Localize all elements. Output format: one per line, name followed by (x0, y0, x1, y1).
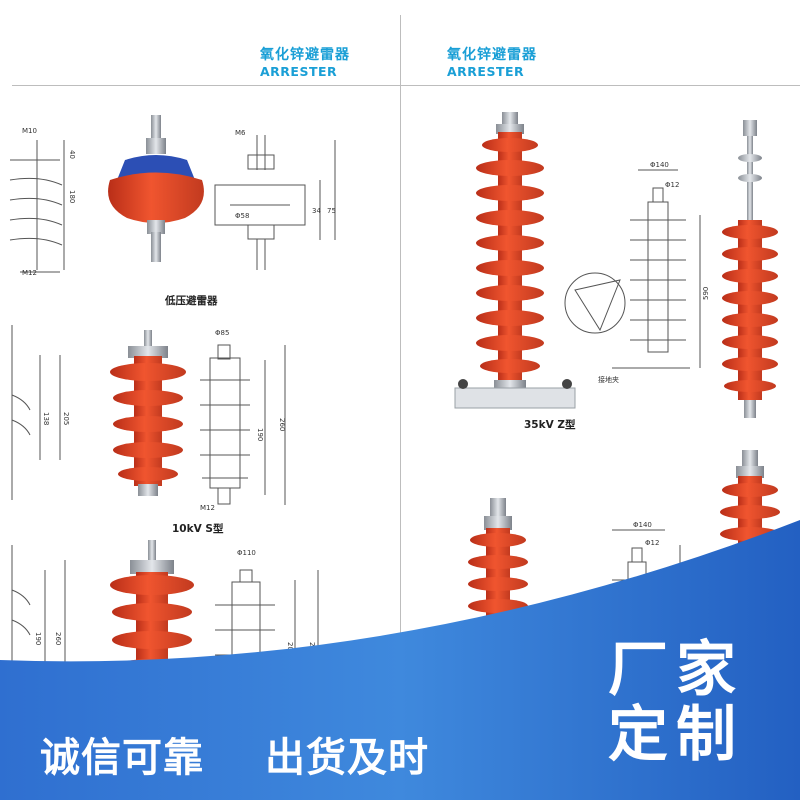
bottom-left-arrester-photo (110, 540, 194, 692)
dim-m6: M6 (235, 129, 246, 137)
dim-m10: M10 (22, 127, 37, 135)
dim-190b: 190 (34, 632, 42, 645)
dim-190: 190 (256, 428, 264, 441)
dim-200: 200 (286, 642, 294, 655)
drawing-35kv (564, 169, 701, 369)
dim-260: 260 (278, 418, 286, 431)
right-header-cn: 氧化锌避雷器 (447, 47, 537, 63)
drawing-low-voltage (214, 135, 336, 270)
35kv-arrester-photo (454, 112, 576, 409)
left-header-cn: 氧化锌避雷器 (260, 47, 350, 63)
dim-m12b: M12 (200, 504, 215, 512)
dim-260b: 260 (54, 632, 62, 645)
dim-34: 34 (312, 207, 321, 215)
right-header-en: ARRESTER (447, 64, 525, 79)
bottom-right-arrester-photo-1 (468, 498, 528, 678)
drawing-left-partial (11, 325, 61, 500)
right-suspension-arrester-photo (722, 120, 778, 418)
dim-phi110: Φ110 (237, 549, 256, 557)
10kv-arrester-photo (110, 330, 186, 496)
dim-270: 270 (308, 642, 316, 655)
dim-40: 40 (68, 150, 76, 159)
slogan-reliable: 诚信可靠 (40, 735, 204, 781)
slogan-factory: 厂家 (608, 635, 744, 705)
drawing-left-bottom (11, 545, 66, 680)
dim-phi140b: Φ140 (633, 521, 652, 529)
left-header-en: ARRESTER (260, 64, 338, 79)
dim-phi12: Φ12 (665, 181, 679, 189)
drawing-low-voltage-left (9, 140, 65, 273)
right-header: 氧化锌避雷器 ARRESTER (447, 48, 537, 79)
column-divider (400, 15, 401, 675)
caption-35kv: 35kV Z型 (524, 419, 576, 431)
drawing-10kv (200, 344, 286, 505)
dim-m12a: M12 (22, 269, 37, 277)
dim-590: 590 (702, 287, 710, 300)
caption-low-voltage: 低压避雷器 (165, 295, 218, 307)
left-header: 氧化锌避雷器 ARRESTER (260, 48, 350, 79)
dim-ground: 接地夹 (598, 375, 619, 384)
dim-phi12b: Φ12 (645, 539, 659, 547)
dim-phi58: Φ58 (235, 212, 249, 220)
dim-phi140: Φ140 (650, 161, 669, 169)
dim-205: 205 (62, 412, 70, 425)
dim-phi85: Φ85 (215, 329, 229, 337)
drawing-bottom-left (215, 569, 319, 693)
dim-138: 138 (42, 412, 50, 425)
slogan-fast-shipping: 出货及时 (265, 735, 429, 781)
dim-180: 180 (68, 190, 76, 203)
catalog-frame (12, 85, 800, 726)
caption-10kv: 10kV S型 (172, 523, 224, 535)
low-voltage-arrester-photo (108, 115, 204, 262)
dim-75: 75 (327, 207, 336, 215)
slogan-custom: 定制 (608, 700, 744, 770)
